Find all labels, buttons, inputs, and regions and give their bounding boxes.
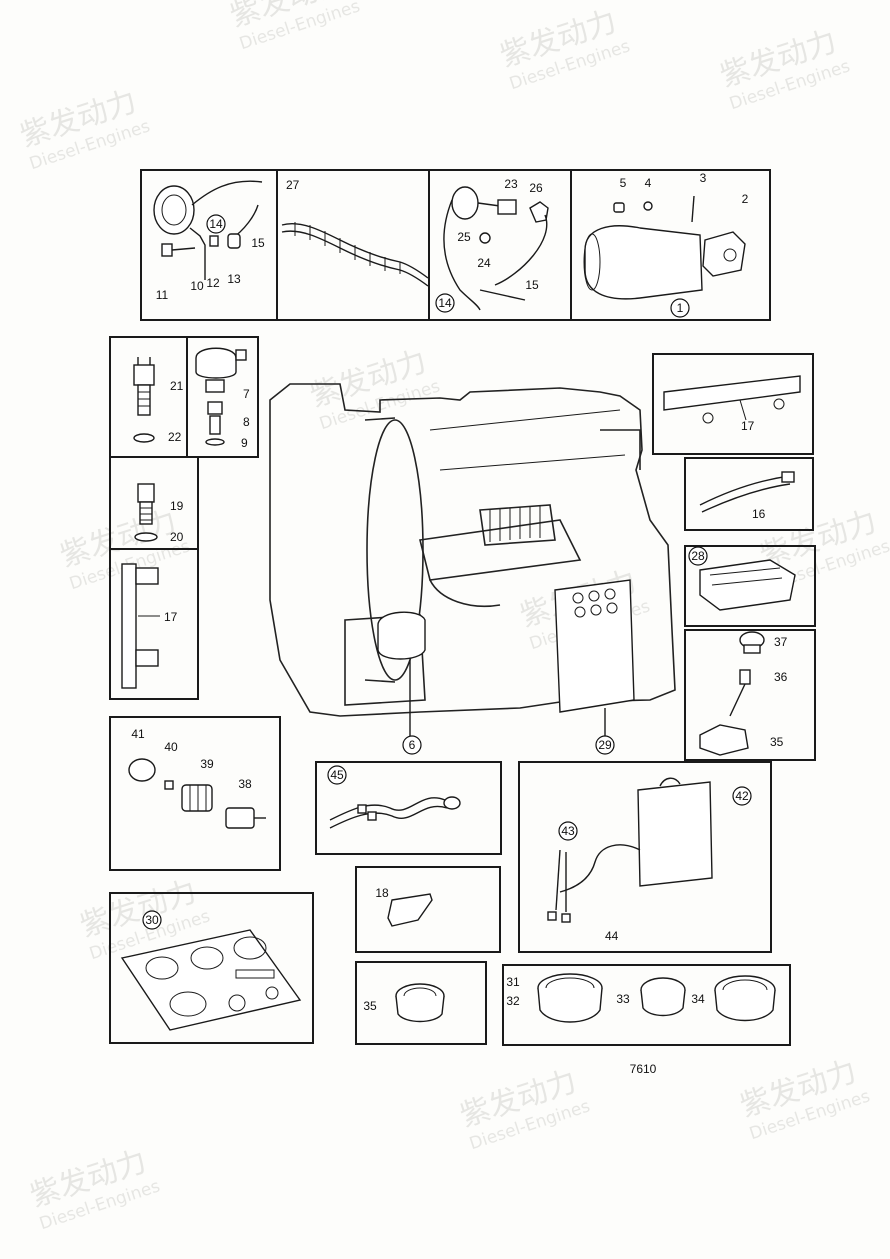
label-44: 44 <box>605 929 619 943</box>
callout-30: 30 <box>142 910 162 930</box>
label-16: 16 <box>752 507 766 521</box>
label-12: 12 <box>206 276 220 290</box>
label-26: 26 <box>529 181 543 195</box>
panel-senders: 14 23 26 25 24 15 <box>428 169 572 321</box>
panel-switch-38-41: 41 40 39 38 <box>109 716 281 871</box>
label-32: 32 <box>506 994 520 1008</box>
engine-illustration: 6 29 <box>269 383 676 755</box>
label-13: 13 <box>227 272 241 286</box>
label-45: 45 <box>330 768 344 782</box>
panel-instrument-panel-30: 30 <box>109 892 314 1044</box>
label-34: 34 <box>691 992 705 1006</box>
callout-45: 45 <box>327 765 347 785</box>
label-8: 8 <box>243 415 250 429</box>
callout-6: 6 <box>402 735 422 755</box>
horn-part <box>153 185 195 235</box>
label-31: 31 <box>506 975 520 989</box>
callout-28: 28 <box>688 546 708 566</box>
label-15: 15 <box>251 236 265 250</box>
panel-strap-18: 18 <box>355 866 501 953</box>
label-41: 41 <box>131 727 145 741</box>
label-17: 17 <box>741 419 755 433</box>
panel-stop-control: 37 36 35 <box>684 629 816 761</box>
label-5: 5 <box>620 176 627 190</box>
label-15b: 15 <box>525 278 539 292</box>
label-42: 42 <box>735 789 749 803</box>
label-29: 29 <box>598 738 612 752</box>
label-40: 40 <box>164 740 178 754</box>
bolt-part <box>161 243 173 257</box>
label-4: 4 <box>645 176 652 190</box>
panel-strap-16: 16 <box>684 457 814 531</box>
label-1: 1 <box>677 301 684 315</box>
label-36: 36 <box>774 670 788 684</box>
label-14b: 14 <box>438 296 452 310</box>
panel-starter: 5 4 3 2 1 <box>570 169 771 321</box>
drawing-number: 7610 <box>630 1062 657 1076</box>
label-39: 39 <box>200 757 214 771</box>
panel-cover-28: 28 <box>684 545 816 627</box>
label-3: 3 <box>700 171 707 185</box>
label-25: 25 <box>457 230 471 244</box>
label-10: 10 <box>190 279 204 293</box>
label-20: 20 <box>170 530 184 544</box>
label-37: 37 <box>774 635 788 649</box>
label-7: 7 <box>243 387 250 401</box>
label-43: 43 <box>561 824 575 838</box>
callout-14: 14 <box>435 293 455 313</box>
label-38: 38 <box>238 777 252 791</box>
panel-bracket-17-left: 17 <box>109 548 199 700</box>
label-6: 6 <box>409 738 416 752</box>
label-27: 27 <box>286 178 300 192</box>
label-35b: 35 <box>363 999 377 1013</box>
callout-14: 14 <box>206 214 226 234</box>
label-33: 33 <box>616 992 630 1006</box>
panel-oil-sender: 7 8 9 <box>186 336 259 458</box>
label-22: 22 <box>168 430 182 444</box>
label-28: 28 <box>691 549 705 563</box>
label-35: 35 <box>770 735 784 749</box>
panel-bracket-17-right: 17 <box>652 353 814 455</box>
watermark-layer: 紫发动力 Diesel-Engines 紫发动力 Diesel-Engines … <box>16 0 890 1234</box>
starter-motor-part <box>584 225 703 300</box>
panel-temp-sender: 21 22 <box>109 336 188 458</box>
label-2: 2 <box>742 192 749 206</box>
panel-gauges-31-34: 31 32 33 34 <box>502 964 791 1046</box>
label-19: 19 <box>170 499 184 513</box>
label-11: 11 <box>156 288 169 302</box>
panel-control-unit-42: 42 43 44 <box>518 761 772 953</box>
label-24: 24 <box>477 256 491 270</box>
panel-gauge-35: 35 <box>355 961 487 1045</box>
label-23: 23 <box>504 177 518 191</box>
label-17b: 17 <box>164 610 178 624</box>
panel-harness-45: 45 <box>315 761 502 855</box>
label-30: 30 <box>145 913 159 927</box>
label-21: 21 <box>170 379 184 393</box>
label-18: 18 <box>375 886 389 900</box>
callout-43: 43 <box>558 821 578 841</box>
callout-42: 42 <box>732 786 752 806</box>
callout-29: 29 <box>595 735 615 755</box>
panel-cable-27: 27 <box>276 169 430 321</box>
label-14: 14 <box>209 217 223 231</box>
panel-horn: 14 11 10 12 13 15 <box>140 169 278 321</box>
callout-1: 1 <box>670 298 690 318</box>
label-9: 9 <box>241 436 248 450</box>
